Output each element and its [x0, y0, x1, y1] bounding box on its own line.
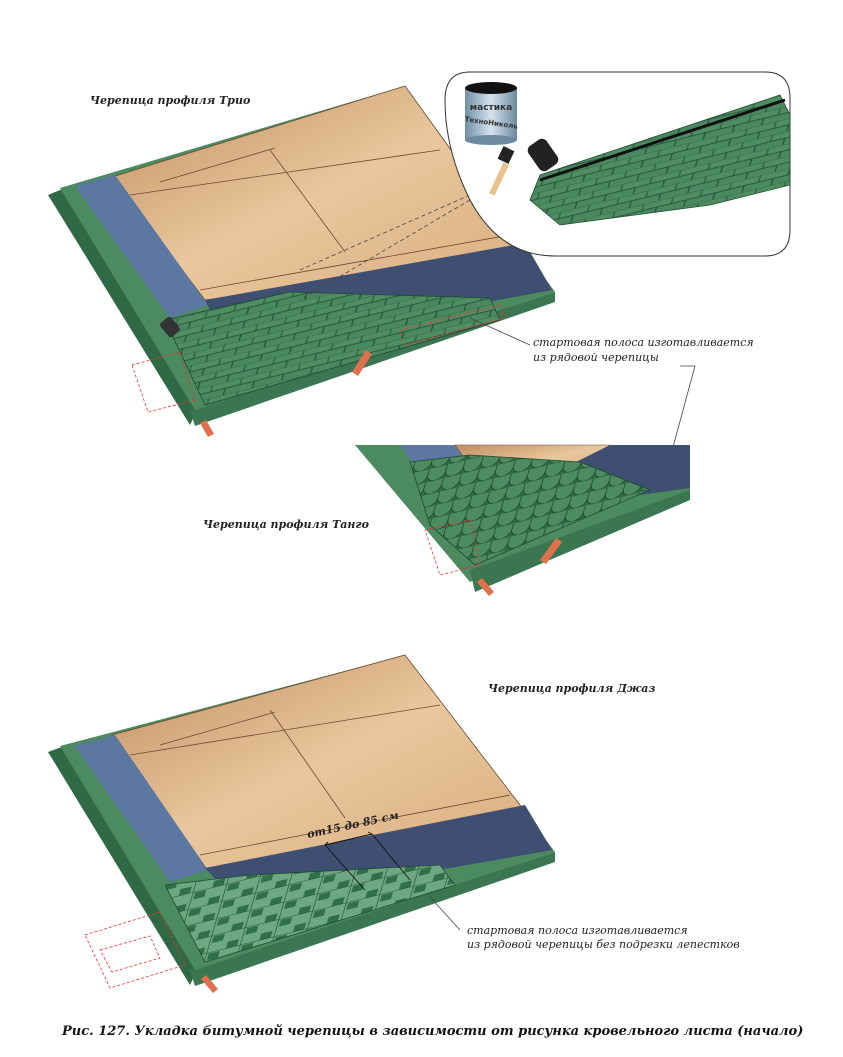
roof-deck-edge: [48, 186, 198, 425]
shingles-tango: [409, 454, 652, 566]
detail-inset: мастика ТехноНиколь: [444, 71, 791, 257]
knife-icon: [200, 350, 372, 437]
callout-line: [429, 896, 461, 931]
callout-text-line2: из рядовой черепицы: [533, 351, 659, 364]
figure-title-trio: Черепица профиля Трио: [90, 94, 250, 107]
valley-underlay: [75, 735, 208, 882]
eave-drip-edge: [470, 490, 690, 592]
callout-text-line1: стартовая полоса изготавливается: [533, 336, 754, 349]
dimension-arrow: [324, 831, 411, 891]
figure-jazz: от15 до 85 см Черепица профиля Джаз стар…: [48, 654, 740, 993]
callout-line: [469, 317, 531, 346]
brush-icon: [489, 146, 515, 196]
shingles-jazz: [164, 864, 456, 963]
shingles-trio: [164, 291, 501, 406]
starter-strip-outline: [131, 304, 506, 413]
inset-shingles: [529, 94, 791, 226]
knife-icon: [477, 538, 562, 596]
can-label-mastic: мастика: [470, 103, 512, 113]
callout-text-line2: из рядовой черепицы без подрезки лепестк…: [467, 938, 740, 951]
valley-underlay: [75, 175, 208, 318]
roof-deck-edge: [48, 744, 198, 985]
eave-drip-edge: [190, 852, 555, 986]
knife-icon: [201, 975, 218, 993]
callout-text-line1: стартовая полоса изготавливается: [467, 924, 688, 937]
mastic-can: мастика ТехноНиколь: [464, 82, 519, 145]
brush-icon: [160, 316, 180, 338]
starter-strip-outline: [424, 519, 481, 576]
figure-trio: Черепица профиля Трио стартовая полоса и…: [48, 71, 791, 496]
figure-caption: Рис. 127. Укладка битумной черепицы в за…: [61, 1024, 803, 1039]
underlay-band: [560, 445, 690, 495]
figure-tango: Черепица профиля Танго: [203, 444, 690, 596]
starter-strip-outline: [84, 911, 186, 989]
figure-title-jazz: Черепица профиля Джаз: [488, 682, 655, 695]
figure-title-tango: Черепица профиля Танго: [203, 518, 369, 531]
